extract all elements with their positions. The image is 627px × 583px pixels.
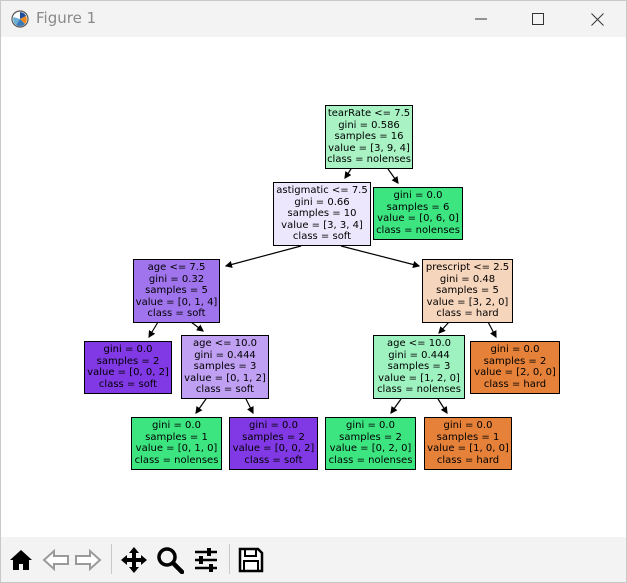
pan-button[interactable] [119,545,149,575]
forward-icon [75,548,102,572]
edge [438,321,450,334]
home-button[interactable] [6,545,36,575]
navigation-toolbar [1,537,626,582]
save-button[interactable] [236,545,266,575]
minimize-icon [475,18,487,20]
window-title: Figure 1 [36,9,97,27]
maximize-icon [532,13,544,25]
edge [437,398,448,415]
edge [387,168,399,184]
zoom-button[interactable] [155,545,185,575]
home-icon [10,550,32,570]
forward-button[interactable] [73,545,103,575]
edge [390,398,402,414]
toolbar-separator [229,544,230,574]
zoom-icon [157,547,184,574]
edge [148,321,159,339]
configure-subplots-button[interactable] [191,545,221,575]
edge [190,321,204,332]
edge [245,398,254,415]
back-icon [42,548,69,572]
edge [224,245,302,268]
back-button[interactable] [41,545,71,575]
minimize-button[interactable] [452,1,510,37]
configure-subplots-icon [195,548,217,572]
edge [487,321,497,339]
close-icon [590,12,604,26]
toolbar-separator [111,544,112,574]
edge [340,245,421,268]
maximize-button[interactable] [509,1,567,37]
pan-icon [121,547,147,573]
save-icon [238,547,264,573]
close-button[interactable] [568,1,626,37]
tree-edges [148,168,497,415]
title-bar: Figure 1 [1,1,626,37]
edge [195,398,207,414]
matplotlib-logo-icon [11,10,29,28]
edge [344,168,352,179]
